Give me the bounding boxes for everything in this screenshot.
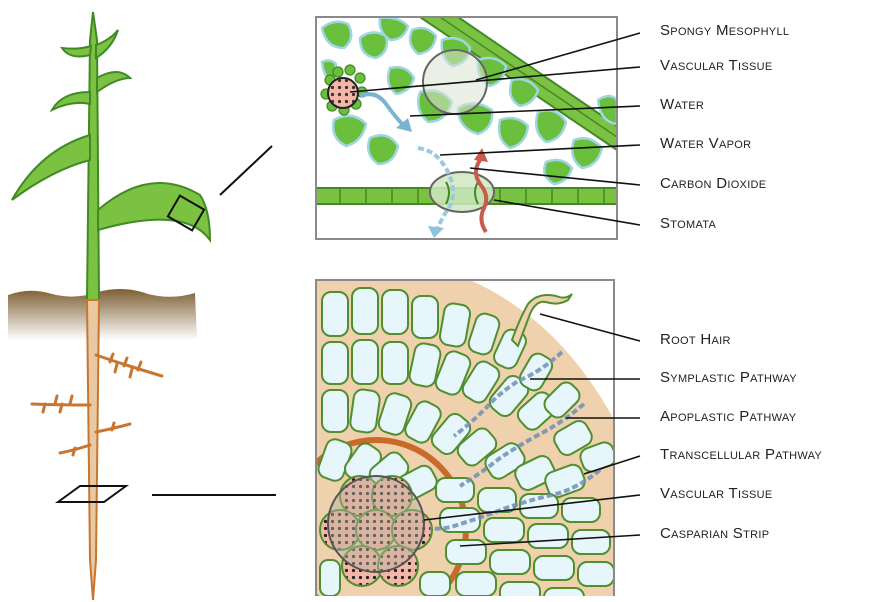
leaf-cross-section <box>316 17 640 239</box>
root-cross-section <box>286 280 640 602</box>
label-vascular-tissue-root: Vascular Tissue <box>660 485 773 502</box>
leaf-zoom-line <box>220 146 272 195</box>
label-vascular-tissue-leaf: Vascular Tissue <box>660 57 773 74</box>
leaf-left-mid <box>52 92 90 110</box>
upper-leaf-left <box>62 46 91 56</box>
label-spongy-mesophyll: Spongy Mesophyll <box>660 22 789 39</box>
soil <box>8 289 197 340</box>
label-carbon-dioxide: Carbon Dioxide <box>660 175 766 192</box>
label-water-vapor: Water Vapor <box>660 135 751 152</box>
label-apoplastic-pathway: Apoplastic Pathway <box>660 408 796 425</box>
plant <box>8 12 276 600</box>
label-stomata: Stomata <box>660 215 716 232</box>
label-root-hair: Root Hair <box>660 331 731 348</box>
root-vascular-highlight <box>328 476 424 572</box>
main-root <box>87 300 99 600</box>
label-casparian-strip: Casparian Strip <box>660 525 769 542</box>
leaf-right-mid <box>97 72 130 92</box>
leaf-right-big <box>98 183 210 240</box>
upper-leaf-right <box>96 30 118 58</box>
label-water: Water <box>660 96 704 113</box>
leaf-left-big <box>12 135 90 200</box>
mesophyll-highlight <box>423 50 487 114</box>
label-symplastic-pathway: Symplastic Pathway <box>660 369 797 386</box>
label-transcellular-pathway: Transcellular Pathway <box>660 446 822 463</box>
